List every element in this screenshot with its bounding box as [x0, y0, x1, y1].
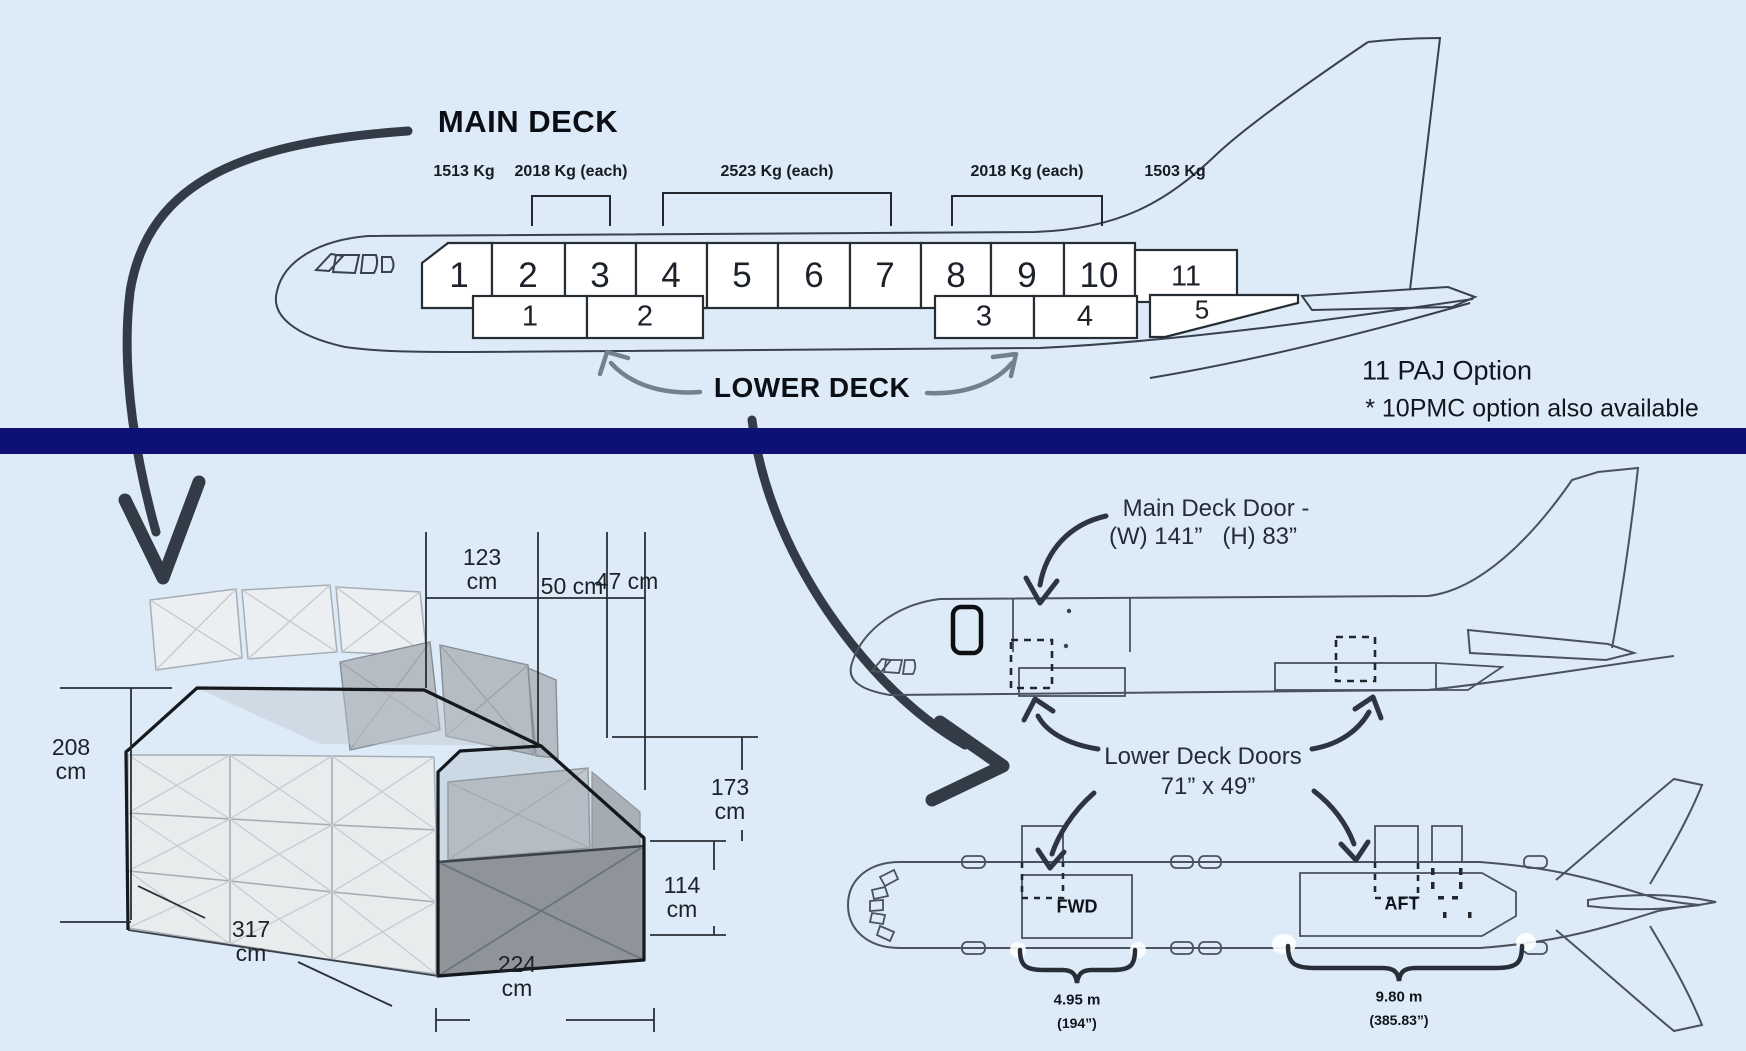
paj-option-note: 11 PAJ Option — [1361, 355, 1533, 386]
dim-top-flat: 123 cm — [462, 544, 502, 594]
main-deck-position: 11 — [1170, 260, 1202, 293]
main-deck-position: 5 — [732, 256, 752, 295]
lower-deck-position: 5 — [1194, 294, 1210, 325]
main-deck-door-title: Main Deck Door - — [1122, 495, 1310, 522]
main-deck-position: 4 — [661, 256, 681, 295]
aft-length-in: (385.83”) — [1369, 1012, 1429, 1028]
dim-top-right: 47 cm — [595, 568, 659, 595]
aft-length-m: 9.80 m — [1375, 988, 1423, 1006]
fwd-hold-label: FWD — [1056, 896, 1098, 917]
dimension-lines — [60, 532, 758, 1032]
lower-deck-position: 3 — [975, 300, 993, 333]
fwd-length-in: (194”) — [1057, 1015, 1097, 1031]
lower-deck-boxes — [471, 293, 1300, 340]
fwd-lower-door-icon — [1009, 638, 1054, 690]
door-pointer-arrows — [1021, 513, 1384, 871]
lower-deck-doors-dims: 71” x 49” — [1160, 773, 1256, 800]
lower-deck-doors-title: Lower Deck Doors — [1104, 743, 1302, 770]
side-view-aircraft — [849, 466, 1675, 697]
main-deck-arrow-icon — [118, 126, 413, 585]
top-view-aircraft — [846, 777, 1717, 1033]
weight-label-1513: 1513 Kg — [433, 163, 495, 180]
weight-label-1503: 1503 Kg — [1144, 163, 1206, 180]
main-deck-position: 2 — [518, 256, 538, 295]
main-deck-door-icon — [950, 604, 984, 656]
dim-height: 208 cm — [51, 734, 91, 784]
dim-right-height: 173 cm — [710, 774, 750, 824]
dim-length: 317 cm — [231, 916, 271, 966]
dim-top-slant: 50 cm — [540, 573, 604, 600]
top-aircraft-outline — [274, 36, 1478, 379]
lower-deck-pointer-icons — [597, 349, 1019, 396]
aft-hold-label: AFT — [1384, 893, 1420, 914]
main-deck-position: 10 — [1079, 256, 1119, 295]
main-deck-position: 9 — [1017, 256, 1037, 295]
main-deck-position: 6 — [804, 256, 824, 295]
weight-brackets — [531, 192, 1103, 226]
lower-deck-position: 4 — [1076, 300, 1094, 333]
weight-label-2523: 2523 Kg (each) — [720, 163, 834, 180]
aft-lower-door-icon — [1334, 635, 1377, 683]
main-deck-door-dims: (W) 141” (H) 83” — [1108, 523, 1298, 550]
fwd-length-m: 4.95 m — [1053, 991, 1101, 1009]
dim-lower-height: 114 cm — [663, 872, 701, 922]
weight-label-2018-fwd: 2018 Kg (each) — [514, 163, 628, 180]
section-divider — [0, 428, 1746, 454]
pmc-option-note: * 10PMC option also available — [1365, 394, 1699, 423]
lower-deck-position: 2 — [636, 300, 654, 333]
main-deck-position: 3 — [590, 256, 610, 295]
aft-brace — [1285, 943, 1525, 982]
main-deck-position: 1 — [449, 256, 469, 295]
uld-container-illustration — [124, 584, 646, 978]
main-deck-label: MAIN DECK — [437, 104, 619, 139]
main-deck-position: 7 — [875, 256, 895, 295]
main-deck-boxes — [420, 241, 1239, 310]
deck-flow-arrow-icon — [747, 415, 1010, 807]
fwd-brace — [1017, 947, 1138, 984]
cockpit-windows-icon — [313, 252, 395, 275]
lower-deck-label: LOWER DECK — [713, 372, 911, 403]
weight-label-2018-aft: 2018 Kg (each) — [970, 163, 1084, 180]
main-deck-position: 8 — [946, 256, 966, 295]
lower-deck-position: 1 — [521, 300, 539, 333]
dim-width: 224 cm — [497, 951, 537, 1001]
